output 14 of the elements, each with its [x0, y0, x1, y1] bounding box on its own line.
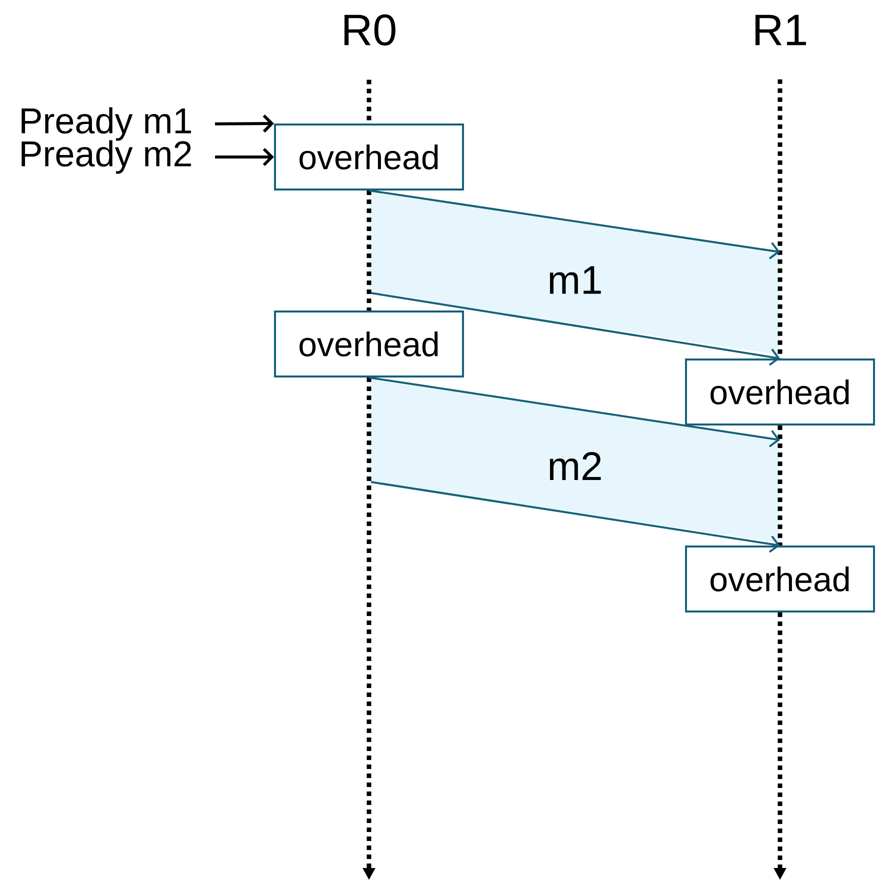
- arrow: [368, 190, 780, 260]
- arrow: [370, 292, 780, 366]
- overhead-box: overhead: [685, 358, 875, 426]
- arrow: [370, 481, 780, 553]
- arrow: [215, 148, 274, 166]
- overhead-box: overhead: [685, 546, 875, 612]
- arrow: [215, 114, 274, 133]
- overhead-box: overhead: [274, 310, 464, 378]
- overhead-box: overhead: [274, 124, 464, 190]
- lane-label: R1: [756, 14, 806, 46]
- signal-label: Pready m2: [22, 140, 191, 174]
- signal-label: Pready m1: [22, 107, 191, 141]
- arrow: [368, 376, 780, 448]
- lane-label: R0: [344, 14, 396, 46]
